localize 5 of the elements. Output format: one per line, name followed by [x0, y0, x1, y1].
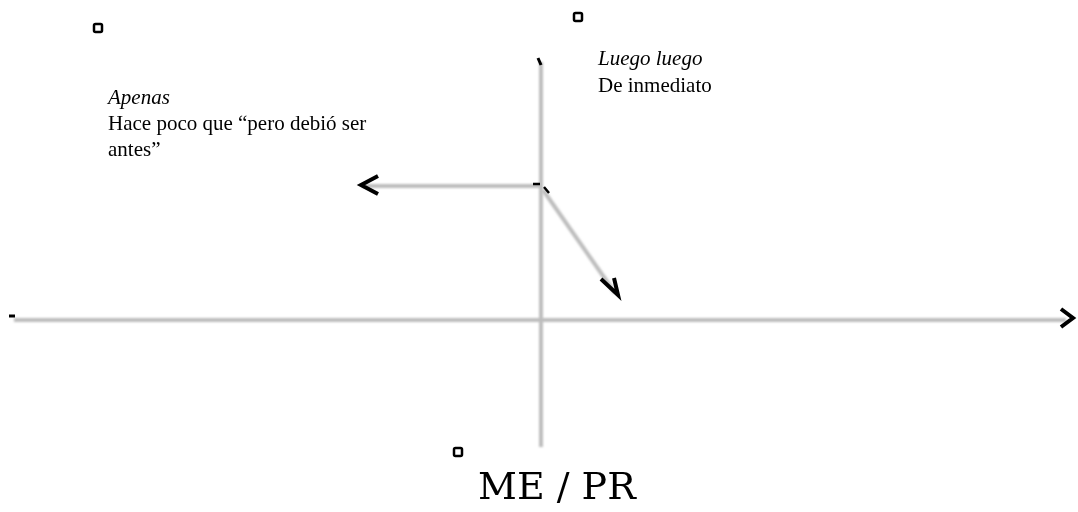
definition-text: Hace poco que “pero debió ser antes” — [108, 110, 368, 163]
axis-title: ME / PR — [478, 466, 636, 508]
definition-text: De inmediato — [598, 72, 712, 99]
term-label: Apenas — [108, 84, 170, 111]
term-label: Luego luego — [598, 45, 703, 72]
